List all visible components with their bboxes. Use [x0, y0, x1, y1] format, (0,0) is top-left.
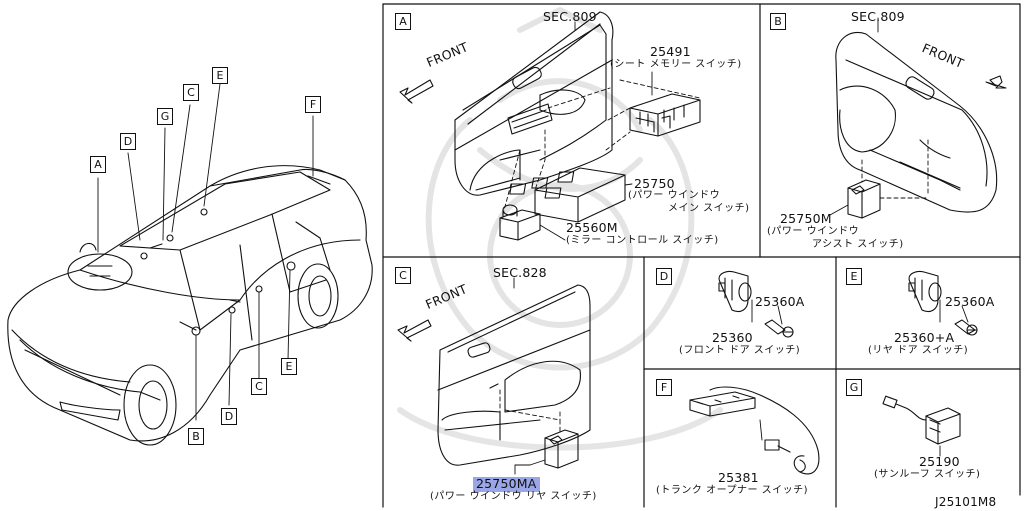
panel-e-door-switch [908, 270, 942, 313]
panel-c-letter: C [395, 267, 411, 284]
panel-c-section-ref: SEC.828 [493, 265, 547, 280]
panel-d-part-25360a: 25360A [755, 294, 805, 309]
panel-a-front-arrow [399, 79, 434, 104]
panel-b-door-trim [835, 32, 998, 213]
panel-c-part-25750ma-highlighted[interactable]: 25750MA [473, 477, 540, 492]
panel-g-letter: G [846, 379, 862, 396]
car-callout-c-upper: C [183, 84, 199, 101]
car-callout-g: G [157, 108, 173, 125]
car-callout-c-lower: C [251, 378, 267, 395]
car-callout-f: F [305, 96, 321, 113]
panel-d-part-25360: 25360 [712, 330, 753, 345]
panel-g-part-25190: 25190 [919, 454, 960, 469]
panel-e-screw [954, 319, 978, 336]
panel-f-part-25381: 25381 [718, 470, 759, 485]
car-callout-e-lower: E [281, 358, 297, 375]
panel-f-caption: (トランク オープナー スイッチ) [656, 485, 809, 496]
panel-a-part-25560m: 25560M [566, 220, 618, 235]
panel-e-part-25360-a: 25360+A [894, 330, 955, 345]
panel-c-leaders [499, 389, 561, 433]
panel-a-solid-leaders [539, 21, 653, 241]
panel-a-leaders [501, 79, 701, 219]
car-callout-a: A [90, 156, 106, 173]
panel-d-leaders [751, 299, 783, 325]
panel-c-front-arrow [397, 319, 432, 342]
panel-a-window-main-switch [509, 167, 626, 223]
panel-e-leaders [939, 299, 969, 323]
car-leader-lines [97, 83, 314, 421]
panel-b-caption-line1: (パワー ウインドウ [767, 226, 860, 237]
car-callout-e-upper: E [212, 67, 228, 84]
drawing-id: J25101M8 [935, 495, 997, 509]
panel-a-caption-25750-line1: (パワー ウインドウ [628, 190, 721, 201]
panel-c-rear-switch [544, 429, 579, 469]
panel-b-front-arrow [985, 75, 1007, 89]
panel-a-memory-switch [629, 93, 701, 137]
watermark-emblem [397, 7, 723, 451]
panel-a-letter: A [395, 13, 411, 30]
panel-a-part-25750: 25750 [634, 176, 675, 191]
car-callout-b: B [188, 428, 204, 445]
panel-b-solid-leaders [829, 17, 879, 216]
panel-a-caption-25750-line2: メイン スイッチ) [668, 203, 750, 214]
panel-d-door-switch [718, 270, 752, 313]
panel-b-section-ref: SEC.809 [851, 9, 905, 24]
panel-f-trunk-switch [689, 386, 820, 475]
panel-c-solid-leaders [513, 277, 546, 475]
panel-a-door-trim [454, 11, 614, 196]
panel-b-caption-line2: アシスト スイッチ) [812, 239, 904, 250]
car-illustration [7, 165, 373, 446]
panel-frames [382, 3, 1021, 508]
panel-d-caption: (フロント ドア スイッチ) [679, 345, 801, 356]
panel-a-caption-25491: (シート メモリー スイッチ) [610, 59, 742, 70]
panel-a-section-ref: SEC.809 [543, 9, 597, 24]
panel-c-door-trim [437, 284, 591, 466]
panel-d-screw [764, 319, 794, 338]
panel-b-part-25750m: 25750M [780, 211, 832, 226]
panel-a-caption-25560m: (ミラー コントロール スイッチ) [566, 235, 719, 246]
panel-c-caption: (パワー ウインドウ リヤ スイッチ) [430, 491, 597, 502]
panel-b-letter: B [770, 13, 786, 30]
car-callout-d-upper: D [120, 133, 136, 150]
panel-b-leaders [861, 139, 929, 199]
panel-f-letter: F [656, 379, 672, 396]
car-callout-d-lower: D [221, 408, 237, 425]
panel-e-letter: E [846, 268, 862, 285]
panel-d-letter: D [656, 268, 672, 285]
panel-a-part-25491: 25491 [650, 44, 691, 59]
panel-g-sunroof-switch [882, 395, 961, 445]
panel-f-leaders [759, 419, 763, 441]
panel-e-caption: (リヤ ドア スイッチ) [868, 345, 969, 356]
panel-g-caption: (サンルーフ スイッチ) [874, 469, 981, 480]
panel-e-part-25360a: 25360A [945, 294, 995, 309]
panel-b-assist-switch [847, 179, 881, 219]
